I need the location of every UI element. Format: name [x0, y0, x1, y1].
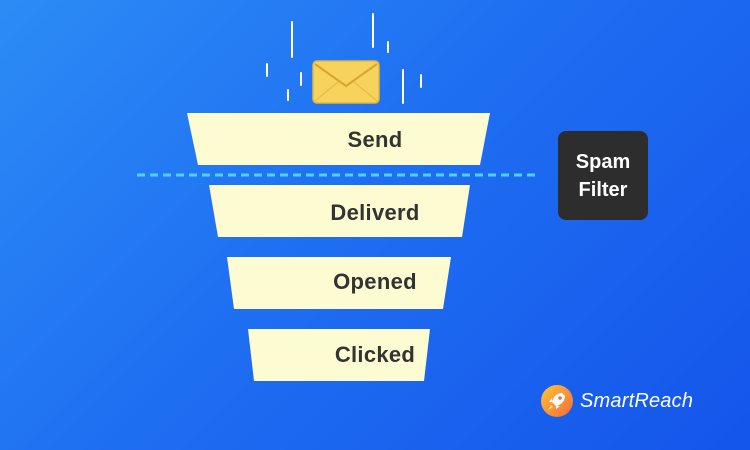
funnel-stage-opened: [227, 257, 451, 309]
spam-filter-box: Spam Filter: [558, 131, 648, 220]
funnel-label-send: Send: [347, 127, 403, 152]
funnel-stage-send: [187, 113, 490, 165]
envelope-icon: [312, 60, 380, 104]
brand: SmartReach: [540, 383, 693, 419]
spam-filter-line2: Filter: [578, 178, 628, 201]
funnel-label-delivered: Deliverd: [330, 200, 420, 225]
spam-filter-line1: Spam: [575, 150, 631, 173]
funnel-stage-clicked: [248, 329, 430, 381]
brand-name: SmartReach: [580, 389, 694, 412]
rocket-icon: [541, 385, 573, 417]
funnel-label-opened: Opened: [333, 269, 417, 294]
funnel-stage-delivered: [209, 185, 470, 237]
funnel-label-clicked: Clicked: [334, 342, 416, 367]
